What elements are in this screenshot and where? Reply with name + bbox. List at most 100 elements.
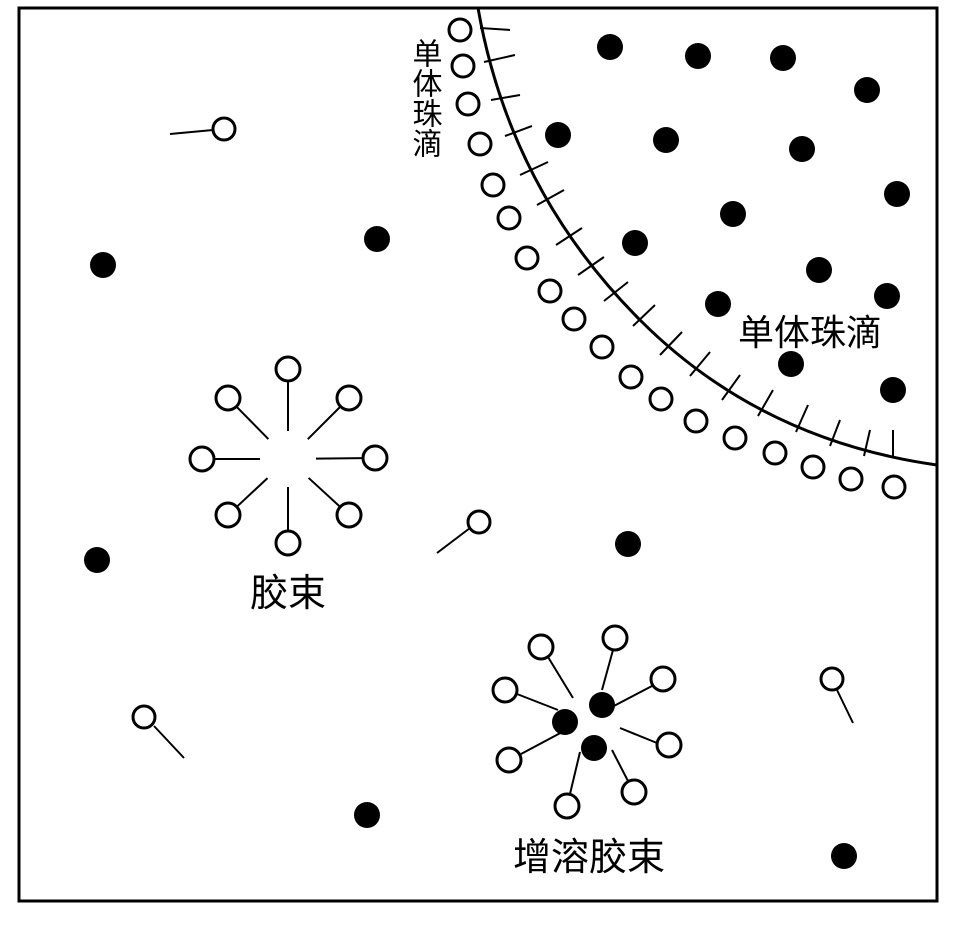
droplet-label: 单体珠滴 <box>738 313 882 354</box>
monomer-droplet-boundary <box>476 7 938 467</box>
empty-micelle <box>188 355 389 557</box>
monomer-molecule <box>545 122 571 148</box>
droplet-emulsifier-head <box>800 454 826 480</box>
droplet-emulsifier-head <box>683 408 709 434</box>
free-emulsifier-head <box>211 116 237 142</box>
micelle-emulsifier-head <box>214 501 242 529</box>
droplet-emulsifier-head <box>514 245 540 271</box>
monomer-molecule <box>653 127 679 153</box>
diagram-frame <box>17 6 939 903</box>
monomer-molecule <box>874 283 900 309</box>
droplet-emulsifier-head <box>561 306 587 332</box>
monomer-molecule <box>685 43 711 69</box>
monomer-molecule <box>789 136 815 162</box>
free-emulsifier-tail <box>153 725 185 759</box>
solubilized-emulsifier-tail <box>611 749 629 782</box>
droplet-emulsifier-tail <box>504 125 533 137</box>
micelle-label: 胶束 <box>250 571 326 615</box>
solubilized-emulsifier-tail <box>547 656 574 699</box>
droplet-emulsifier-head <box>589 334 615 360</box>
droplet-emulsifier-tail <box>721 374 741 401</box>
solubilized-emulsifier-tail <box>619 727 658 744</box>
droplet-emulsifier-tail <box>795 404 809 433</box>
monomer-molecule <box>806 257 832 283</box>
droplet-emulsifier-tail <box>536 189 565 206</box>
droplet-emulsifier-head <box>450 53 476 79</box>
droplet-emulsifier-head <box>480 172 506 198</box>
solubilized-emulsifier-tail <box>601 649 614 691</box>
droplet-emulsifier-head <box>648 386 674 412</box>
monomer-molecule <box>90 252 116 278</box>
droplet-label-vertical: 单体珠滴 <box>407 38 443 158</box>
micelle-emulsifier-tail <box>307 405 342 440</box>
free-emulsifier-tail <box>169 129 214 135</box>
droplet-emulsifier-tail <box>490 94 521 101</box>
free-emulsifier-head <box>819 666 845 692</box>
droplet-emulsifier-tail <box>863 429 871 457</box>
free-emulsifier-head <box>466 509 492 535</box>
monomer-molecule <box>854 77 880 103</box>
droplet-emulsifier-head <box>618 364 644 390</box>
solubilized-emulsifier-tail <box>516 693 559 711</box>
monomer-molecule <box>615 531 641 557</box>
monomer-molecule <box>597 34 623 60</box>
monomer-molecule <box>705 291 731 317</box>
solubilized-emulsifier-head <box>649 665 677 693</box>
solubilized-emulsifier-head <box>553 792 581 820</box>
droplet-emulsifier-head <box>447 17 473 43</box>
monomer-molecule <box>778 351 804 377</box>
solubilized-micelle-label: 增溶胶束 <box>513 835 665 879</box>
micelle-emulsifier-head <box>274 355 302 383</box>
monomer-molecule <box>622 230 648 256</box>
droplet-emulsifier-head <box>467 131 493 157</box>
monomer-molecules <box>84 34 910 869</box>
solubilized-monomer <box>589 692 615 718</box>
free-emulsifier-head <box>131 704 157 730</box>
micelle-emulsifier-head <box>274 529 302 557</box>
solubilized-emulsifier-head <box>655 731 683 759</box>
droplet-emulsifier-tail <box>659 331 683 356</box>
free-emulsifier-tail <box>436 527 471 554</box>
monomer-molecule <box>831 843 857 869</box>
droplet-emulsifier-head <box>881 474 907 500</box>
monomer-molecule <box>720 201 746 227</box>
solubilized-emulsifier-head <box>601 624 629 652</box>
solubilized-emulsifier-head <box>620 778 648 806</box>
droplet-emulsifier-tail <box>479 27 511 31</box>
free-emulsifier-molecules <box>131 116 854 759</box>
solubilized-emulsifier-head <box>495 746 523 774</box>
droplet-emulsifier-tail <box>555 227 583 246</box>
solubilized-emulsifier-head <box>491 676 519 704</box>
micelle-emulsifier-tail <box>307 477 341 508</box>
monomer-molecule <box>364 226 390 252</box>
micelle-emulsifier-head <box>335 384 363 412</box>
droplet-emulsifier-tail <box>577 256 605 276</box>
solubilized-emulsifier-head <box>527 633 555 661</box>
droplet-emulsifier-layer <box>447 17 907 500</box>
solubilized-monomer <box>552 709 578 735</box>
solubilized-monomer <box>581 735 607 761</box>
droplet-emulsifier-tail <box>689 351 711 377</box>
droplet-emulsifier-tail <box>603 281 629 302</box>
monomer-molecule <box>880 377 906 403</box>
micelle-emulsifier-tail <box>236 477 269 508</box>
droplet-emulsifier-tail <box>632 304 656 327</box>
droplet-emulsifier-head <box>722 425 748 451</box>
monomer-molecule <box>770 45 796 71</box>
droplet-emulsifier-head <box>496 205 522 231</box>
droplet-emulsifier-head <box>537 278 563 304</box>
droplet-emulsifier-tail <box>829 419 841 447</box>
solubilized-emulsifier-tail <box>520 729 567 755</box>
solubilized-emulsifier-tail <box>609 685 653 709</box>
droplet-emulsifier-tail <box>483 54 516 63</box>
droplet-emulsifier-head <box>838 466 864 492</box>
micelle-emulsifier-tail <box>235 405 270 440</box>
micelle-emulsifier-head <box>361 444 389 472</box>
micelle-emulsifier-tail <box>315 457 364 460</box>
droplet-emulsifier-tail <box>757 389 774 417</box>
monomer-molecule <box>354 802 380 828</box>
free-emulsifier-tail <box>836 689 854 724</box>
droplet-emulsifier-head <box>455 91 481 117</box>
droplet-emulsifier-tail <box>519 161 549 176</box>
